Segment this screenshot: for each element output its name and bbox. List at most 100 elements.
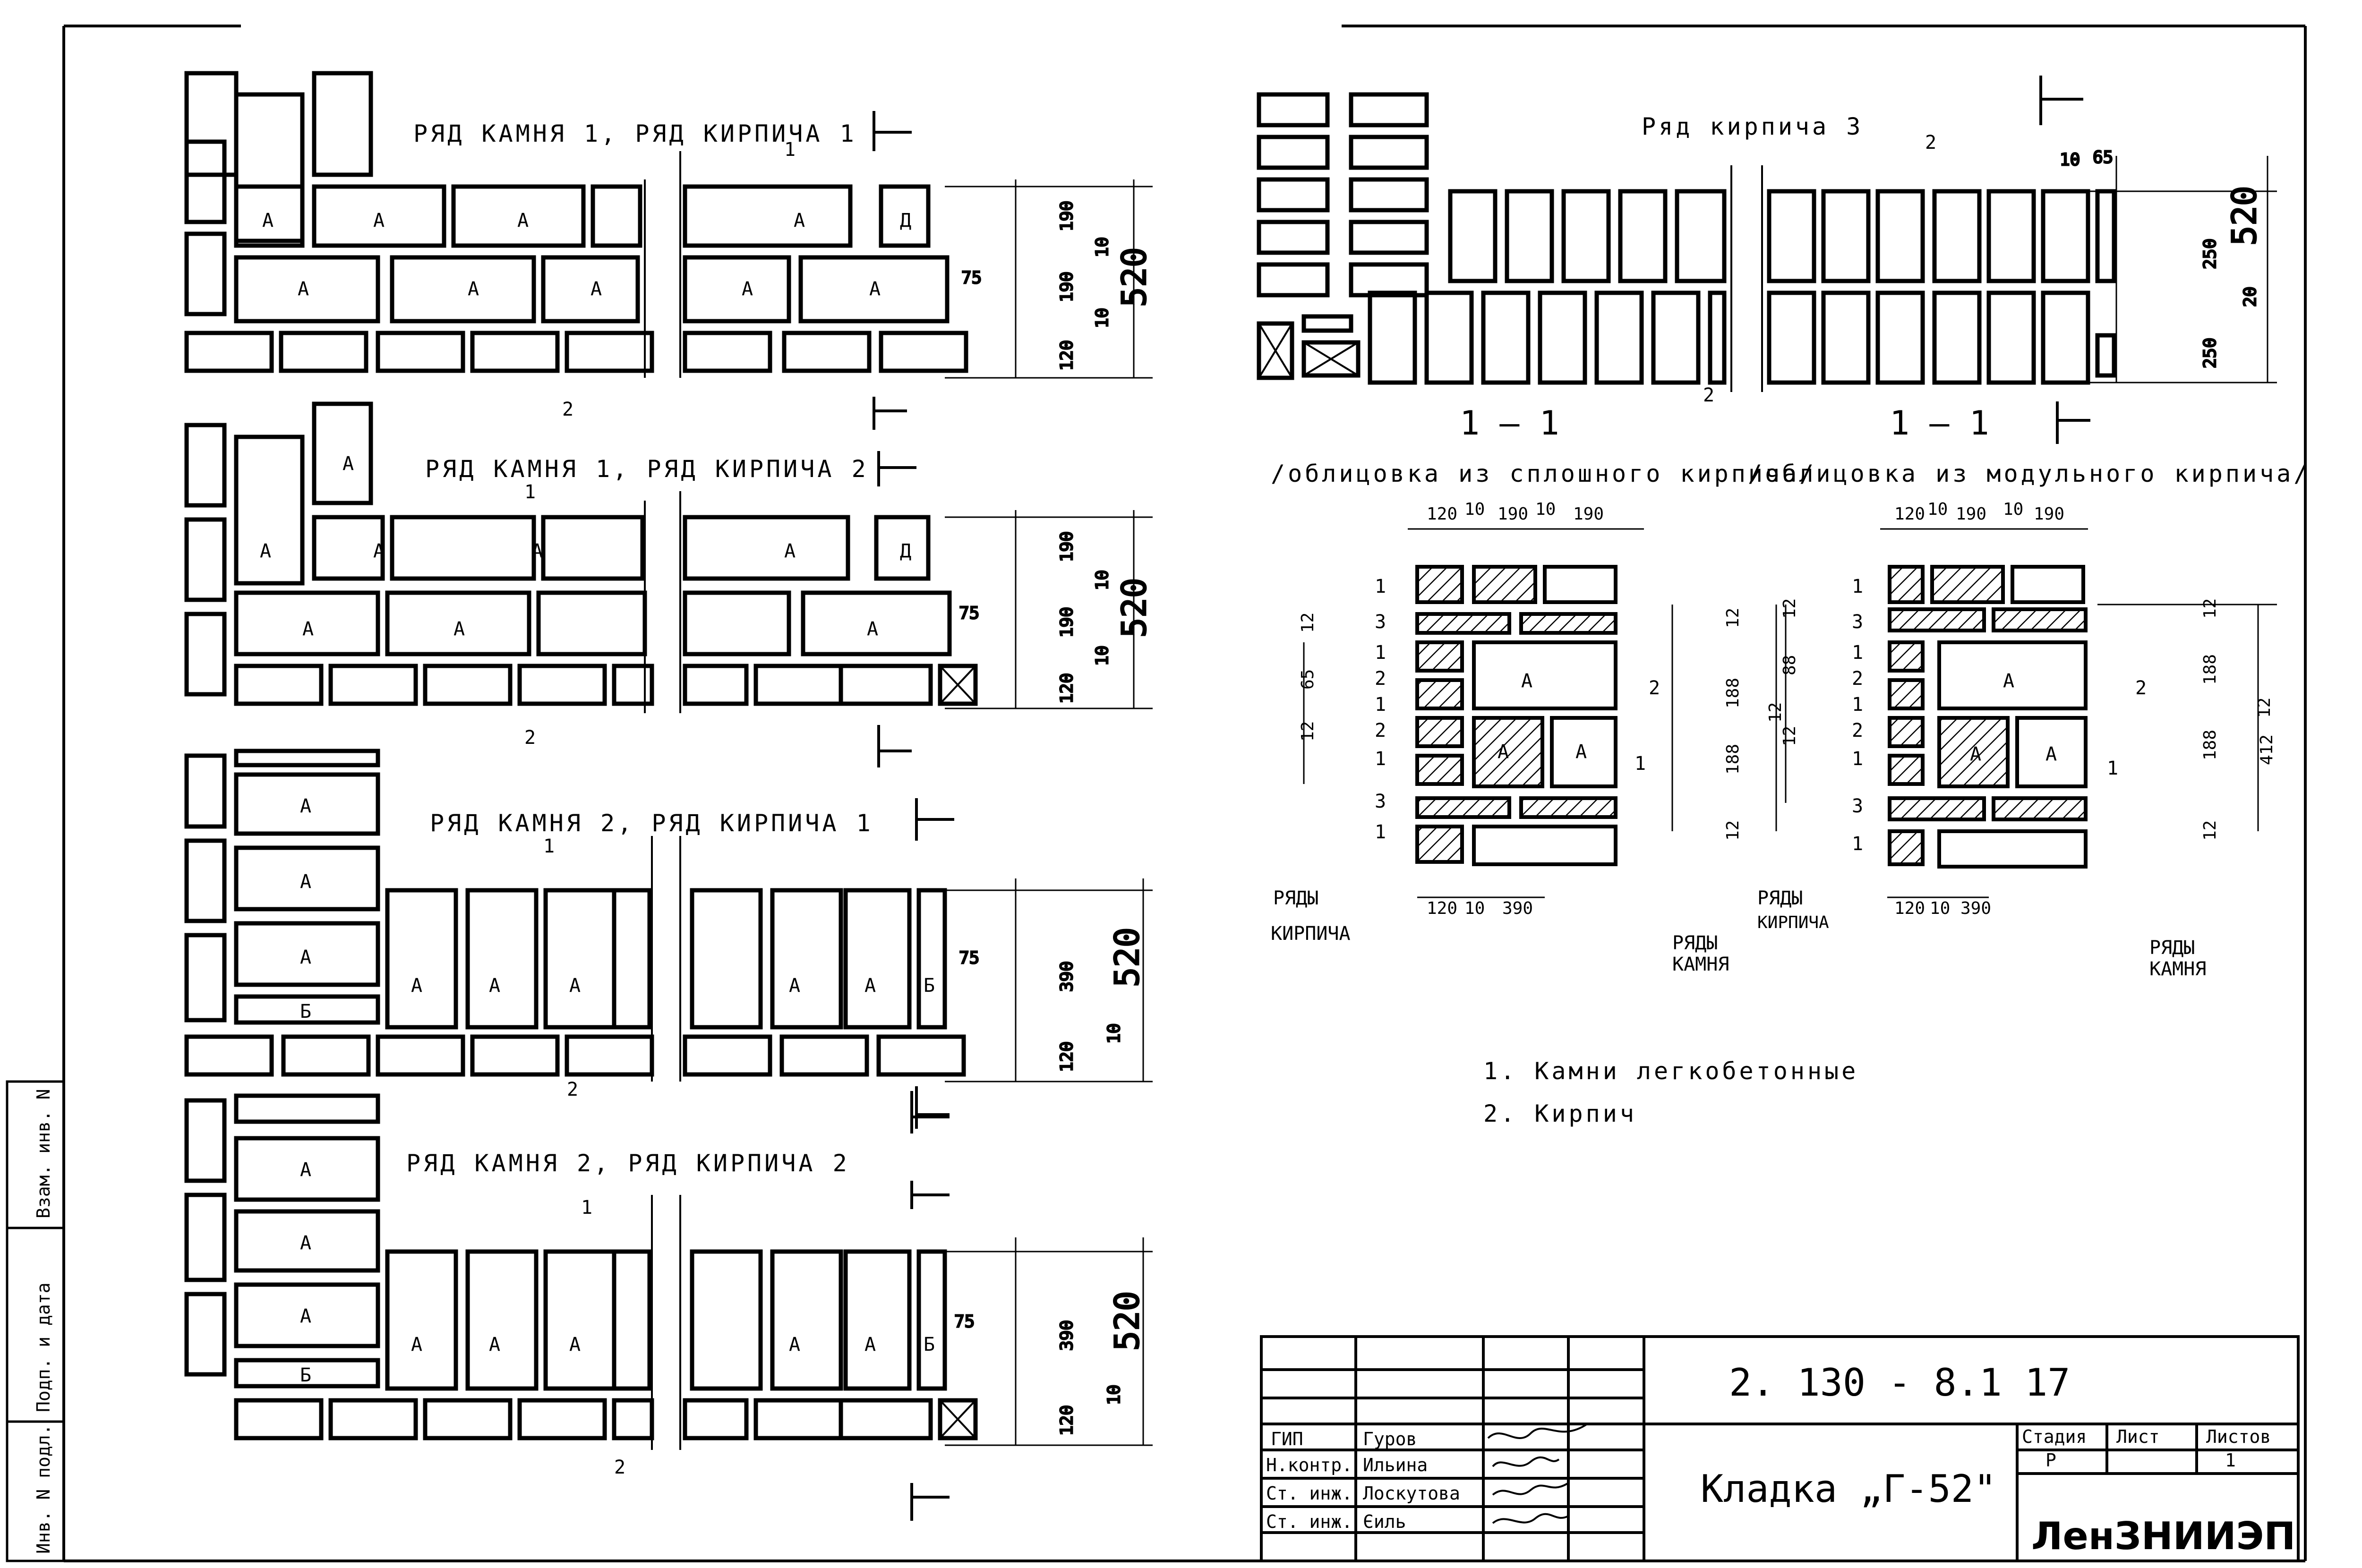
svg-text:А: А (260, 540, 271, 562)
svg-text:А: А (590, 278, 602, 300)
svg-text:А: А (300, 871, 311, 893)
svg-text:10: 10 (2003, 500, 2023, 519)
signature-rows: ГИП Н.контр. Ст. инж. Ст. инж. Гуров Иль… (1266, 1429, 1460, 1532)
svg-text:188: 188 (1723, 744, 1743, 775)
svg-text:75: 75 (961, 268, 982, 288)
section-1-labels: А А А 13 12 12 13 1 21 (1375, 576, 1660, 843)
svg-text:190: 190 (1573, 504, 1604, 524)
plan-2-title: РЯД КАМНЯ 1, РЯД КИРПИЧА 2 (425, 455, 869, 483)
svg-text:Ильина: Ильина (1363, 1455, 1428, 1475)
svg-text:А: А (794, 210, 805, 231)
section-2-mark: 1 — 1 (1890, 404, 1989, 443)
svg-text:А: А (1575, 741, 1587, 763)
plan-1-title: РЯД КАМНЯ 1, РЯД КИРПИЧА 1 (413, 120, 857, 147)
svg-text:390: 390 (1057, 1320, 1077, 1351)
svg-text:12: 12 (1298, 613, 1318, 633)
sec1-brick-rows-1: РЯДЫ (1273, 887, 1318, 909)
svg-text:75: 75 (954, 1312, 975, 1331)
svg-text:190: 190 (2034, 504, 2064, 524)
svg-text:2: 2 (614, 1457, 625, 1478)
sec2-stone-rows-2: КАМНЯ (2149, 958, 2206, 980)
svg-text:250: 250 (2200, 239, 2220, 269)
svg-text:А: А (262, 210, 274, 231)
svg-text:1: 1 (1375, 748, 1386, 770)
svg-text:250: 250 (2200, 338, 2220, 368)
svg-text:А: А (300, 946, 311, 968)
svg-text:10: 10 (1104, 1023, 1124, 1044)
svg-text:1: 1 (1852, 748, 1863, 770)
svg-text:А: А (864, 975, 876, 997)
plan-2 (184, 401, 978, 706)
svg-text:10: 10 (1093, 570, 1112, 590)
svg-text:1: 1 (581, 1197, 592, 1219)
svg-text:А: А (867, 618, 878, 640)
svg-text:65: 65 (2093, 148, 2113, 167)
svg-text:ГИП: ГИП (1271, 1429, 1303, 1449)
svg-text:88: 88 (1780, 655, 1799, 675)
svg-text:Б: Б (924, 975, 935, 997)
svg-text:75: 75 (959, 604, 979, 623)
plan-3-title: РЯД КАМНЯ 2, РЯД КИРПИЧА 1 (430, 810, 873, 837)
svg-text:А: А (454, 618, 465, 640)
svg-text:10: 10 (1464, 899, 1485, 918)
svg-text:10: 10 (1464, 500, 1485, 519)
svg-text:1: 1 (1375, 642, 1386, 664)
signature-scribbles (1487, 1423, 1588, 1524)
svg-text:1: 1 (1375, 821, 1386, 843)
section-1-mark: 1 — 1 (1460, 404, 1559, 443)
break-lines-4 (651, 1195, 976, 1450)
svg-text:190: 190 (1498, 504, 1528, 524)
doc-name: Кладка „Г-52" (1701, 1467, 1996, 1511)
section-1 (1415, 565, 1617, 866)
section-2 (1888, 565, 2088, 869)
title-block (1260, 1335, 2300, 1562)
stamp-sign: Подп. и дата (33, 1282, 54, 1412)
sheet-header: Лист (2116, 1426, 2160, 1447)
cut-marks-4 (910, 1091, 950, 1521)
sec2-stone-rows-1: РЯДЫ (2149, 937, 2195, 959)
svg-text:10: 10 (1930, 899, 1950, 918)
svg-text:1: 1 (784, 139, 796, 161)
svg-text:А: А (300, 1305, 311, 1327)
svg-text:А: А (489, 975, 500, 997)
svg-text:3: 3 (1852, 795, 1863, 817)
svg-text:12: 12 (1723, 820, 1743, 841)
svg-text:12: 12 (1780, 726, 1799, 746)
org-name: ЛенЗНИИЭП (2031, 1514, 2295, 1558)
svg-text:2: 2 (1852, 668, 1863, 690)
cut-marks-5 (2039, 76, 2090, 444)
svg-text:1: 1 (1635, 753, 1646, 775)
svg-text:А: А (1498, 741, 1509, 763)
svg-text:А: А (864, 1334, 876, 1355)
svg-text:10: 10 (1093, 646, 1112, 666)
svg-text:1: 1 (1852, 833, 1863, 855)
svg-text:120: 120 (1894, 504, 1925, 524)
svg-text:190: 190 (1057, 531, 1077, 562)
svg-text:20: 20 (2241, 287, 2260, 307)
svg-text:120: 120 (1894, 899, 1925, 918)
stage-header: Стадия (2022, 1426, 2087, 1447)
svg-text:Єиль: Єиль (1363, 1511, 1406, 1532)
sec2-brick-rows-2: КИРПИЧА (1757, 913, 1829, 932)
svg-text:А: А (300, 1232, 311, 1254)
break-lines-2 (644, 491, 976, 713)
svg-text:190: 190 (1057, 272, 1077, 302)
stamp-inv: Инв. N подл. (33, 1424, 54, 1554)
svg-text:А: А (569, 975, 581, 997)
svg-text:А: А (300, 1159, 311, 1181)
svg-text:2: 2 (1375, 720, 1386, 741)
svg-text:2: 2 (562, 399, 573, 420)
svg-text:12: 12 (1766, 702, 1785, 723)
svg-text:А: А (789, 1334, 800, 1355)
svg-text:120: 120 (1057, 1405, 1077, 1436)
svg-text:Ст. инж.: Ст. инж. (1266, 1511, 1352, 1532)
svg-text:190: 190 (1057, 607, 1077, 638)
svg-text:1: 1 (2107, 758, 2118, 779)
cut-marks-2 (877, 451, 916, 767)
svg-text:А: А (373, 210, 385, 231)
svg-text:А: А (302, 618, 314, 640)
svg-text:2: 2 (1649, 677, 1660, 699)
